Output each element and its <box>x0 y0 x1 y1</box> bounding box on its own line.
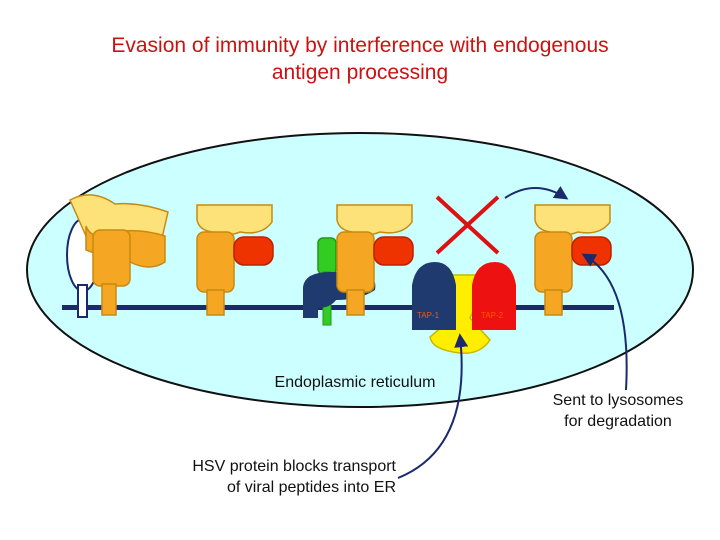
beta2-microglobulin <box>373 236 414 266</box>
mhc-alpha3-domain <box>336 231 375 293</box>
diagram-title: Evasion of immunity by interference with… <box>0 32 720 86</box>
mhc-complex-3 <box>336 204 414 316</box>
tap-transporter: TAP-1 TAP-2 <box>412 262 516 354</box>
mhc-complex-1 <box>66 194 169 318</box>
chaperone-stalk <box>77 284 88 318</box>
er-membrane <box>62 305 614 310</box>
hsv-arrow <box>397 333 469 479</box>
hsv-label: HSV protein blocks transport of viral pe… <box>118 456 396 498</box>
er-label: Endoplasmic reticulum <box>274 374 436 391</box>
mhc-complex-2 <box>196 204 274 316</box>
lysosome-label-line-1: Sent to lysosomes <box>552 392 684 409</box>
lysosome-label-line-2: for degradation <box>564 413 672 430</box>
mhc-alpha3-domain <box>196 231 235 293</box>
tap1-label: TAP-1 <box>417 311 440 320</box>
title-line-1: Evasion of immunity by interference with… <box>111 34 609 57</box>
tap2-subunit <box>472 262 516 330</box>
tap2-label: TAP-2 <box>481 311 504 320</box>
hsv-label-line-1: HSV protein blocks transport <box>192 458 396 475</box>
title-line-2: antigen processing <box>271 61 449 84</box>
tap1-subunit <box>412 262 456 330</box>
lysosome-label: Sent to lysosomes for degradation <box>528 390 708 432</box>
mhc-alpha3-domain <box>92 229 131 287</box>
mhc-transmembrane <box>101 283 117 316</box>
export-arrow <box>504 186 569 200</box>
lysosome-arrow <box>581 253 628 391</box>
mhc-peptide-groove <box>534 204 611 236</box>
mhc-peptide-groove <box>196 204 273 236</box>
mhc-transmembrane <box>346 289 365 316</box>
block-x-mark <box>435 195 500 255</box>
mhc-alpha3-domain <box>534 231 573 293</box>
beta2-microglobulin <box>233 236 274 266</box>
mhc-transmembrane <box>206 289 225 316</box>
tapasin-body <box>317 237 337 275</box>
hsv-label-line-2: of viral peptides into ER <box>227 479 396 496</box>
mhc-transmembrane <box>544 289 563 316</box>
mhc-peptide-groove <box>336 204 413 236</box>
